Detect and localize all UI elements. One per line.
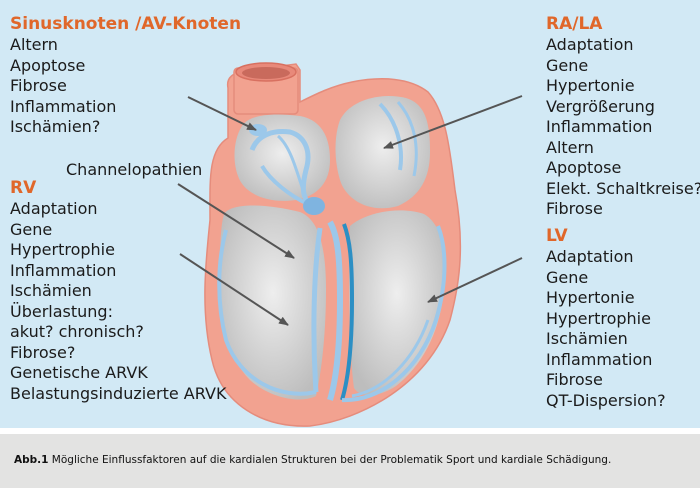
list-item: Fibrose (546, 199, 603, 218)
sinus-heading: Sinusknoten /AV-Knoten (10, 14, 242, 34)
list-item: Adaptation (10, 199, 98, 218)
list-item: Hypertrophie (10, 240, 115, 259)
right-ventricle (220, 205, 326, 400)
channelopathien-label: Channelopathien (66, 160, 203, 179)
list-item: Gene (546, 267, 589, 287)
left-ventricle (349, 210, 445, 396)
list-item: Inflammation (10, 96, 117, 116)
lv-group: LV Adaptation Gene Hypertonie Hypertroph… (546, 226, 666, 411)
arrow-la (383, 95, 523, 149)
list-item: QT-Dispersion? (546, 390, 666, 410)
rv-list: Adaptation Gene Hypertrophie Inflammatio… (10, 199, 226, 404)
caption-label: Abb.1 (14, 454, 49, 466)
figure-caption: Abb.1 Mögliche Einflussfaktoren auf die … (14, 454, 611, 466)
list-item: Ischämien? (10, 117, 101, 136)
list-item: Elekt. Schaltkreise? (546, 178, 700, 198)
list-item: Ischämien (10, 281, 92, 300)
divider (0, 428, 700, 434)
list-item: Hypertrophie (546, 308, 651, 328)
arrow-channel (177, 183, 295, 259)
list-item: Apoptose (546, 158, 622, 177)
heart-diagram (177, 62, 523, 427)
list-item: Fibrose (10, 76, 67, 95)
list-item: Altern (546, 137, 594, 157)
sinus-av-node-group: Sinusknoten /AV-Knoten Altern Apoptose F… (10, 14, 241, 138)
sinus-list: Altern Apoptose Fibrose Inflammation Isc… (10, 35, 241, 138)
lv-list: Adaptation Gene Hypertonie Hypertrophie … (546, 247, 666, 411)
list-item: Fibrose? (10, 342, 76, 362)
list-item: akut? chronisch? (10, 322, 144, 341)
purkinje-right (217, 229, 317, 396)
arrow-sinus (187, 96, 257, 131)
caption-bar (0, 434, 700, 488)
list-item: Fibrose (546, 370, 603, 389)
list-item: Hypertonie (546, 288, 635, 307)
list-item: Altern (10, 35, 58, 54)
rala-list: Adaptation Gene Hypertonie Vergrößerung … (546, 35, 700, 220)
list-item: Vergrößerung (546, 96, 655, 116)
list-item: Adaptation (546, 35, 634, 54)
list-item: Gene (10, 219, 53, 239)
list-item: Gene (546, 55, 589, 75)
arrow-lv (427, 257, 523, 303)
list-item: Ischämien (546, 329, 628, 348)
list-item: Inflammation (10, 260, 117, 280)
caption-text: Mögliche Einflussfaktoren auf die kardia… (48, 454, 612, 466)
purkinje-left (341, 225, 447, 403)
sinus-node (249, 124, 267, 136)
av-node (303, 197, 325, 215)
lv-heading: LV (546, 226, 568, 246)
list-item: Inflammation (546, 349, 653, 369)
list-item: Belastungsinduzierte ARVK (10, 383, 227, 403)
rala-group: RA/LA Adaptation Gene Hypertonie Vergröß… (546, 14, 700, 220)
list-item: Inflammation (546, 117, 653, 136)
list-item: Adaptation (546, 247, 634, 266)
list-item: Überlastung: (10, 301, 113, 321)
rv-heading: RV (10, 178, 37, 198)
arrow-rv (179, 253, 289, 326)
bundle-of-his (327, 220, 344, 401)
rv-group: RV Adaptation Gene Hypertrophie Inflamma… (10, 178, 226, 404)
rala-heading: RA/LA (546, 14, 603, 34)
list-item: Hypertonie (546, 76, 635, 95)
list-item: Apoptose (10, 55, 86, 75)
list-item: Genetische ARVK (10, 363, 148, 382)
left-atrium (335, 96, 430, 209)
